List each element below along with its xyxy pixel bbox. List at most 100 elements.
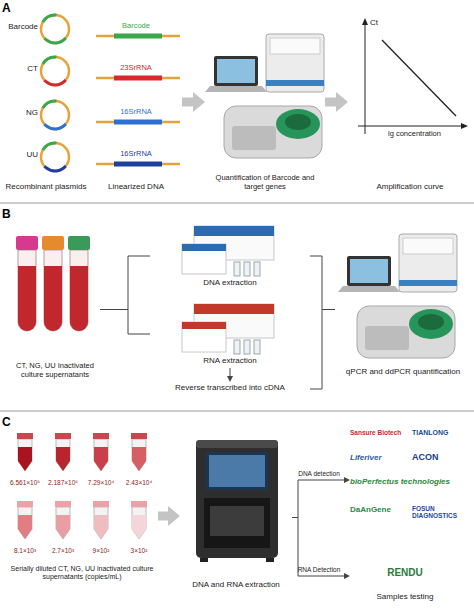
linear-dna-art (96, 163, 180, 166)
culture-tube-art (16, 236, 38, 250)
connector-line (230, 368, 231, 377)
plasmid-art (35, 95, 74, 134)
connector (292, 477, 350, 518)
culture-tube-art (44, 266, 62, 331)
node-text: lg concentration (388, 130, 472, 139)
dilution-tube-art (18, 515, 32, 539)
dilution-tube: 7.29×10⁴ (82, 429, 120, 493)
dilution-tube-art (56, 515, 70, 539)
block-arrow (158, 506, 180, 526)
linear-dna: 16SrRNA (90, 96, 182, 134)
node-text: 2.7×10³ (44, 547, 82, 554)
extraction-machine-art (196, 440, 278, 558)
node-text: 7.29×10⁴ (82, 479, 120, 486)
arrow-head (344, 573, 350, 579)
dilution-series: Serially diluted CT, NG, UU inactivated … (6, 425, 158, 607)
culture-tube-art (18, 250, 36, 331)
panel-letter: A (2, 2, 22, 16)
node-text: DaAnGene (350, 505, 410, 514)
node-text: TIANLONG (412, 429, 472, 437)
block-arrow (325, 92, 348, 112)
node-text: Quantification of Barcode and target gen… (205, 174, 325, 191)
dilution-tube-art (93, 433, 109, 439)
connector-line (292, 480, 345, 518)
dilution-tube-art (17, 433, 33, 439)
culture-tube-art (68, 236, 90, 250)
node-text: Amplification curve (348, 182, 472, 191)
plasmid-art (35, 51, 74, 90)
panel-separator (0, 411, 474, 412)
node-text: 9×10² (82, 547, 120, 554)
connector (292, 518, 350, 580)
edge-label: RNA Detection (291, 566, 347, 573)
dilution-tube: 8.1×10³ (6, 497, 44, 561)
dilution-tube: 2.43×10⁴ (120, 429, 158, 493)
panel-separator (0, 203, 474, 204)
plasmid-art (36, 138, 74, 176)
dilution-tube: 6.561×10⁵ (6, 429, 44, 493)
connector (227, 368, 233, 382)
plasmid: CT (2, 52, 90, 90)
dilution-tube-art (18, 447, 32, 471)
node-text: Barcode (100, 22, 172, 31)
node-text: ACON (412, 452, 472, 462)
dilution-tube-art (94, 447, 108, 471)
dna-extraction-kit: DNA extraction (150, 222, 310, 290)
node-text: bioPerfectus technologies (350, 477, 472, 486)
connector-line (100, 310, 150, 335)
dilution-tube: 2.7×10³ (44, 497, 82, 561)
culture-tube-art (70, 250, 88, 331)
node-text: CT (2, 64, 38, 73)
connector (100, 310, 150, 335)
arrow-head (344, 477, 350, 483)
node-text: 23SrRNA (100, 64, 172, 73)
dilution-tube-art (131, 433, 147, 439)
node-text: Barcode (2, 22, 38, 31)
culture-tube-art (70, 266, 88, 331)
panel-letter: C (2, 416, 22, 430)
node-text: RENDU (350, 567, 460, 579)
node-text: Linearized DNA (90, 182, 182, 191)
plasmid-art (36, 10, 74, 48)
chart-axes (382, 40, 456, 116)
standard-curve-chart: Ctlg concentrationAmplification curve (348, 6, 472, 198)
plasmid-art (35, 137, 74, 176)
dilution-tube-art (93, 501, 109, 507)
node-text: 16SrRNA (100, 150, 172, 159)
process-step: Reverse transcribed into cDNA (150, 382, 310, 396)
node-text: Reverse transcribed into cDNA (150, 383, 310, 392)
chart-axes (362, 18, 368, 25)
chart-axes (461, 123, 468, 129)
extraction-machine-art (204, 498, 270, 548)
chart-axes (365, 24, 366, 134)
connector (100, 256, 150, 310)
culture-tube-art (16, 236, 90, 331)
node-text: 8.1×10³ (6, 547, 44, 554)
plasmid-art (35, 9, 74, 48)
dilution-tube-art (17, 501, 33, 507)
arrow-head (227, 376, 233, 382)
panel-separator (0, 203, 474, 411)
node-text: 2.187×10⁵ (44, 479, 82, 486)
linear-dna-art (96, 35, 180, 38)
panel-letter: B (2, 208, 22, 222)
connector (310, 310, 335, 390)
node-text: DNA and RNA extraction (180, 580, 292, 589)
dilution-tube-art (132, 439, 146, 471)
connector-line (182, 98, 194, 107)
instrument-group: qPCR and ddPCR quantification (335, 222, 471, 397)
node-text: Recombinant plasmids (2, 182, 90, 191)
connector-line (158, 512, 169, 521)
linear-dna-art (114, 120, 162, 125)
node-text: NG (2, 108, 38, 117)
dilution-tube-art (55, 501, 71, 507)
sample-tubes: CT, NG, UU Inactivated culture supernata… (10, 222, 100, 397)
linear-dna-group: Linearized DNA Barcode 23SrRNA 16SrRNA 16SrR… (90, 6, 182, 198)
extraction-machine-art (196, 440, 278, 562)
block-arrow (182, 92, 205, 112)
node-text: RNA extraction (150, 356, 310, 365)
edge-label: DNA detection (291, 470, 347, 477)
